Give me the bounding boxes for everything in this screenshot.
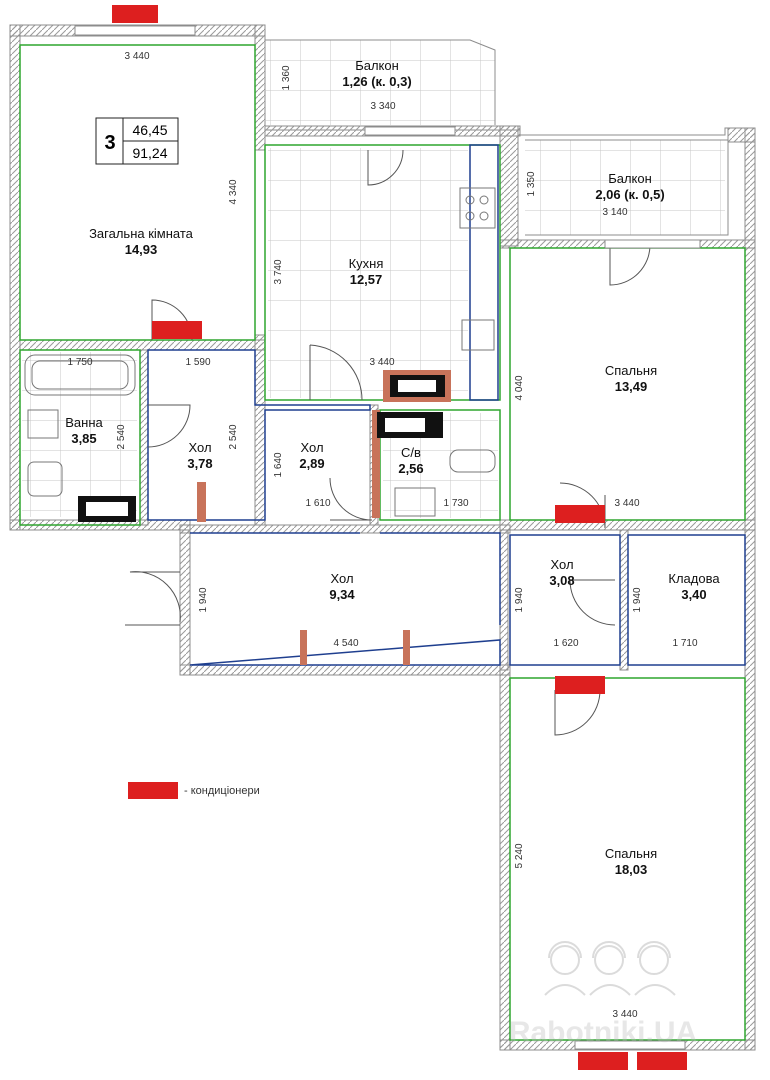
svg-text:2,06 (к. 0,5): 2,06 (к. 0,5): [595, 187, 664, 202]
svg-text:18,03: 18,03: [615, 862, 648, 877]
dimensions: 3 440 1 360 3 340 1 350 3 140 4 340 3 74…: [67, 51, 697, 1020]
windows: [74, 25, 701, 1050]
dimension-label: 4 540: [333, 638, 358, 649]
room-outlines: [19, 44, 746, 1041]
dimension-label: 1 730: [443, 498, 468, 509]
dimension-label: 1 610: [305, 498, 330, 509]
svg-text:Балкон: Балкон: [608, 171, 652, 186]
room-labels: Загальна кімната 14,93 Балкон 1,26 (к. 0…: [65, 58, 720, 877]
dimension-label: 1 360: [281, 65, 292, 90]
svg-text:Ванна: Ванна: [65, 415, 103, 430]
dimension-label: 1 940: [632, 587, 643, 612]
total-area: 91,24: [132, 145, 167, 161]
balcony-outlines: [265, 39, 729, 236]
legend: - кондиціонери: [128, 782, 260, 799]
room-kitchen: Кухня 12,57: [349, 256, 384, 287]
dimension-label: 3 440: [124, 51, 149, 62]
svg-text:3,78: 3,78: [187, 456, 212, 471]
room-hall-4: Хол 3,08: [549, 557, 574, 588]
dimension-label: 2 540: [228, 424, 239, 449]
room-living: Загальна кімната 14,93: [89, 226, 194, 257]
svg-text:12,57: 12,57: [350, 272, 383, 287]
svg-text:9,34: 9,34: [329, 587, 355, 602]
svg-text:Хол: Хол: [300, 440, 323, 455]
svg-text:Хол: Хол: [550, 557, 573, 572]
svg-text:3,08: 3,08: [549, 573, 574, 588]
svg-text:Кухня: Кухня: [349, 256, 384, 271]
rooms-count: 3: [104, 132, 115, 154]
room-hall-2: Хол 2,89: [299, 440, 324, 471]
dimension-label: 5 240: [514, 843, 525, 868]
dimension-label: 3 440: [614, 498, 639, 509]
dimension-label: 1 940: [198, 587, 209, 612]
dimension-label: 4 340: [228, 179, 239, 204]
dimension-label: 3 440: [612, 1009, 637, 1020]
svg-text:14,93: 14,93: [125, 242, 158, 257]
ac-unit: [637, 1052, 687, 1070]
summary-box: 3 46,45 91,24: [95, 117, 179, 165]
dimension-label: 3 340: [370, 101, 395, 112]
dimension-label: 1 620: [553, 638, 578, 649]
room-bath: Ванна 3,85: [65, 415, 103, 446]
dimension-label: 1 590: [185, 357, 210, 368]
room-hall-3: Хол 9,34: [329, 571, 355, 602]
watermark-logo: [544, 941, 676, 996]
dimension-label: 1 710: [672, 638, 697, 649]
ventilation-shafts: [78, 370, 451, 522]
dimension-label: 1 640: [273, 452, 284, 477]
room-bedroom-2: Спальня 18,03: [605, 846, 657, 877]
room-balcony-2: Балкон 2,06 (к. 0,5): [595, 171, 664, 202]
room-storage: Кладова 3,40: [668, 571, 720, 602]
room-wc: С/в 2,56: [398, 445, 423, 476]
dimension-label: 3 140: [602, 207, 627, 218]
watermark: Rabotniki.UA: [509, 941, 697, 1049]
ac-units: [112, 5, 687, 1070]
ac-unit: [112, 5, 158, 23]
tile-floors: [22, 40, 725, 518]
room-hall-1: Хол 3,78: [187, 440, 212, 471]
dimension-label: 2 540: [116, 424, 127, 449]
legend-label: - кондиціонери: [184, 785, 260, 797]
svg-text:Хол: Хол: [330, 571, 353, 586]
room-bedroom-1: Спальня 13,49: [605, 363, 657, 394]
dimension-label: 3 440: [369, 357, 394, 368]
svg-text:Хол: Хол: [188, 440, 211, 455]
dimension-label: 3 740: [273, 259, 284, 284]
svg-text:3,85: 3,85: [71, 431, 96, 446]
watermark-text: Rabotniki.UA: [509, 1016, 697, 1049]
svg-text:1,26 (к. 0,3): 1,26 (к. 0,3): [342, 74, 411, 89]
svg-text:Кладова: Кладова: [668, 571, 720, 586]
legend-swatch: [128, 782, 178, 799]
svg-text:13,49: 13,49: [615, 379, 648, 394]
dimension-label: 4 040: [514, 375, 525, 400]
svg-text:Спальня: Спальня: [605, 363, 657, 378]
svg-text:Загальна кімната: Загальна кімната: [89, 226, 194, 241]
dimension-label: 1 750: [67, 357, 92, 368]
fixtures: [24, 187, 496, 517]
ac-unit: [152, 321, 202, 339]
svg-text:2,56: 2,56: [398, 461, 423, 476]
svg-text:Спальня: Спальня: [605, 846, 657, 861]
ac-unit: [578, 1052, 628, 1070]
room-balcony-1: Балкон 1,26 (к. 0,3): [342, 58, 411, 89]
living-area: 46,45: [132, 122, 167, 138]
svg-text:2,89: 2,89: [299, 456, 324, 471]
risers: [197, 410, 410, 665]
ac-unit: [555, 505, 605, 523]
ac-unit: [555, 676, 605, 694]
svg-text:3,40: 3,40: [681, 587, 706, 602]
dimension-label: 1 940: [514, 587, 525, 612]
svg-text:С/в: С/в: [401, 445, 421, 460]
svg-text:Балкон: Балкон: [355, 58, 399, 73]
dimension-label: 1 350: [526, 171, 537, 196]
